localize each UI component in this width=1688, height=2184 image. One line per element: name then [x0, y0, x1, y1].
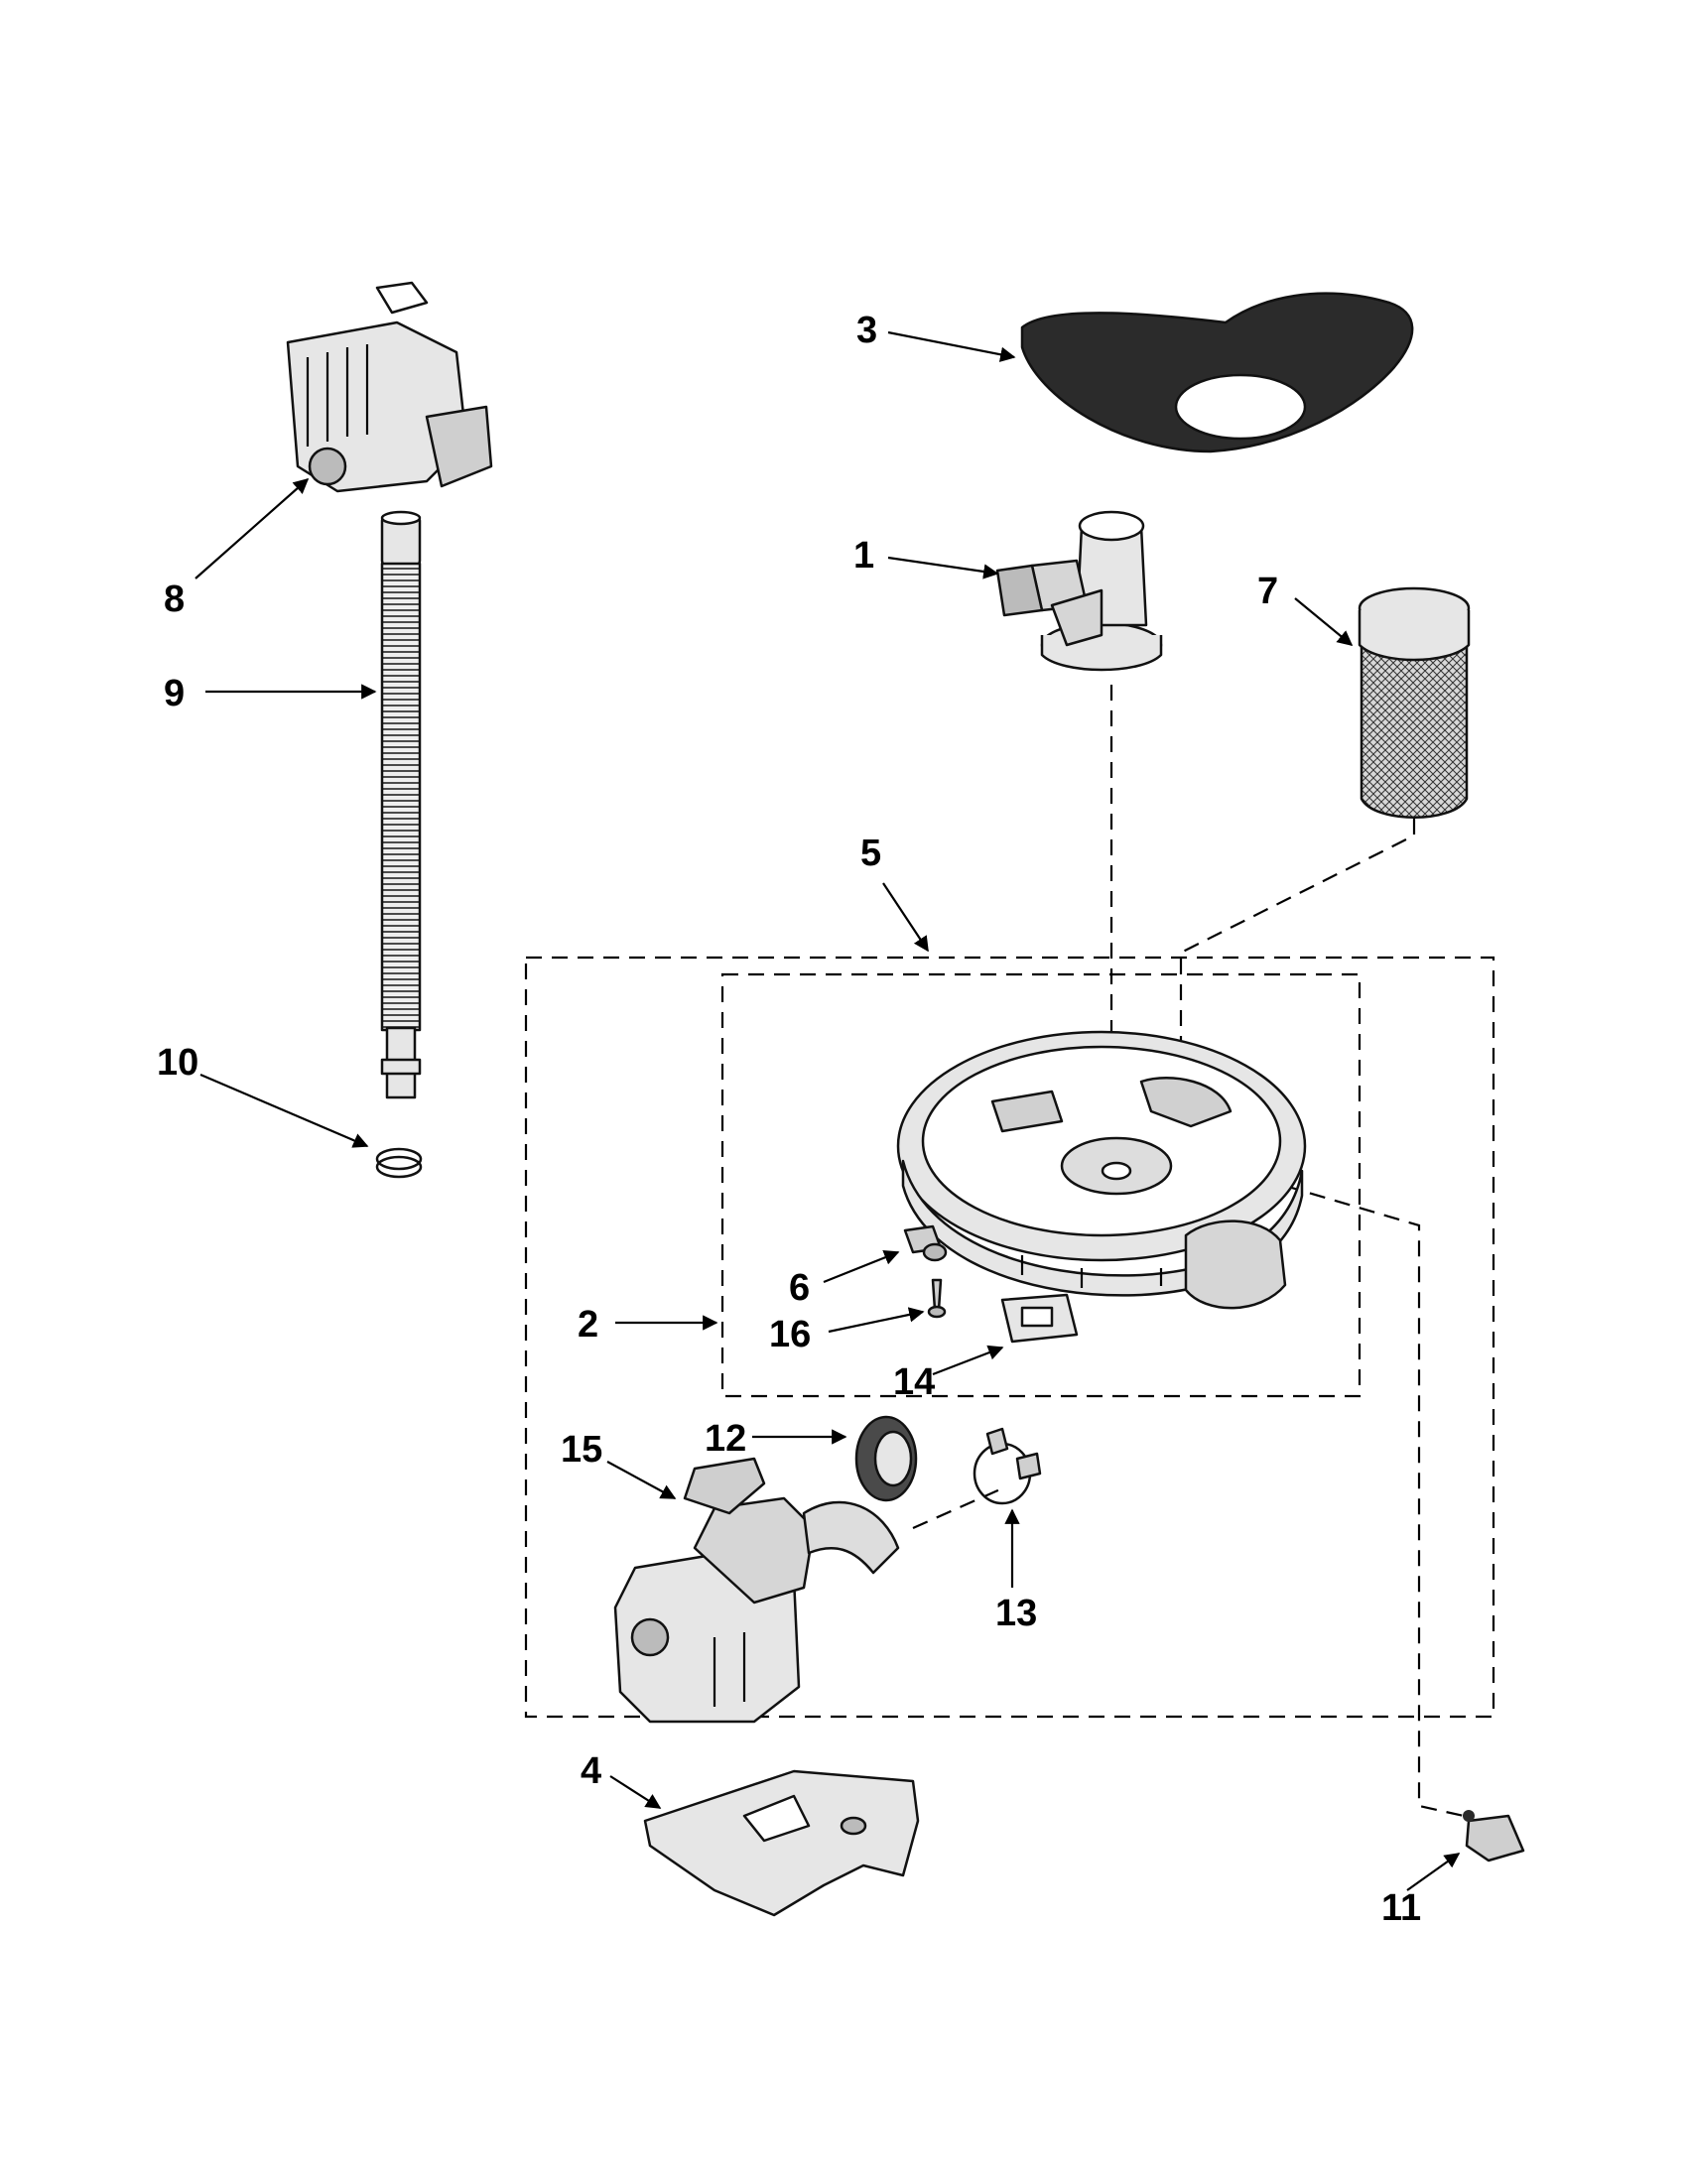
callout-3: 3 — [856, 310, 877, 351]
callout-9: 9 — [164, 673, 185, 714]
part-14-connector — [1000, 1293, 1079, 1344]
callout-15: 15 — [561, 1429, 602, 1471]
callout-7: 7 — [1257, 571, 1278, 612]
callout-14: 14 — [893, 1361, 935, 1403]
leader-7 — [1294, 597, 1354, 646]
assembly-2-boundary — [720, 972, 1362, 1398]
leader-4 — [609, 1775, 662, 1809]
leader-14 — [932, 1345, 1004, 1376]
assembly-5-boundary — [524, 956, 1495, 1719]
callout-11: 11 — [1381, 1887, 1421, 1929]
part-11-sensor — [1463, 1810, 1525, 1863]
callout-10: 10 — [157, 1042, 198, 1084]
leader-11 — [1406, 1853, 1461, 1891]
part-9-hose — [380, 510, 422, 1099]
leader-8 — [195, 477, 310, 579]
part-15-pump-motor — [613, 1457, 900, 1724]
leader-15 — [606, 1461, 677, 1499]
leader-5 — [882, 882, 929, 953]
part-8-vent-assembly — [286, 281, 493, 493]
part-4-cover — [643, 1769, 920, 1917]
leader-3 — [887, 330, 1016, 362]
callout-5: 5 — [860, 833, 881, 874]
callout-6: 6 — [789, 1267, 810, 1309]
alignment-line-11 — [1284, 1184, 1465, 1818]
part-1-diverter-assembly — [995, 510, 1163, 672]
part-3-splash-shield — [1020, 292, 1414, 453]
callout-12: 12 — [705, 1418, 746, 1460]
part-13-hose-clamp — [973, 1427, 1042, 1505]
part-7-filter — [1358, 586, 1471, 819]
callout-4: 4 — [581, 1750, 601, 1792]
alignment-line-7 — [1179, 819, 1416, 1220]
callout-1: 1 — [853, 535, 874, 577]
part-6-sensor — [903, 1224, 948, 1262]
callout-2: 2 — [578, 1304, 598, 1346]
leader-1 — [887, 556, 999, 579]
alignment-line-13 — [912, 1486, 1003, 1530]
part-16-screw — [927, 1278, 947, 1319]
callout-8: 8 — [164, 578, 185, 620]
callout-13: 13 — [995, 1593, 1037, 1634]
leader-16 — [828, 1307, 925, 1334]
leader-6 — [823, 1249, 900, 1284]
callout-16: 16 — [769, 1314, 811, 1355]
leader-10 — [199, 1073, 369, 1148]
part-12-seal — [854, 1415, 918, 1502]
part-2-sump-base — [896, 1030, 1307, 1310]
part-10-clamp — [375, 1147, 423, 1179]
